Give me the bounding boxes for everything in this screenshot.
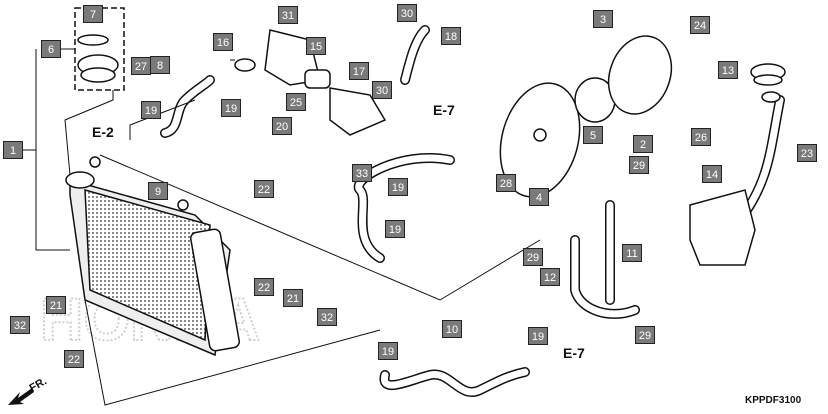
callout-22[interactable]: 22 bbox=[254, 180, 274, 198]
reference-e7-top: E-7 bbox=[433, 102, 455, 118]
fan-motor bbox=[499, 35, 673, 198]
callout-18[interactable]: 18 bbox=[441, 27, 461, 45]
radiator bbox=[65, 156, 240, 357]
callout-19[interactable]: 19 bbox=[378, 342, 398, 360]
callout-19[interactable]: 19 bbox=[385, 220, 405, 238]
callout-25[interactable]: 25 bbox=[286, 93, 306, 111]
callout-29[interactable]: 29 bbox=[629, 156, 649, 174]
callout-9[interactable]: 9 bbox=[148, 182, 168, 200]
callout-19[interactable]: 19 bbox=[221, 99, 241, 117]
callout-19[interactable]: 19 bbox=[141, 101, 161, 119]
callout-20[interactable]: 20 bbox=[272, 117, 292, 135]
leader-lines bbox=[22, 48, 541, 406]
callout-27[interactable]: 27 bbox=[131, 57, 151, 75]
reservoir-tank bbox=[689, 63, 786, 266]
callout-26[interactable]: 26 bbox=[691, 128, 711, 146]
callout-6[interactable]: 6 bbox=[41, 40, 61, 58]
callout-23[interactable]: 23 bbox=[797, 144, 817, 162]
callout-19[interactable]: 19 bbox=[528, 327, 548, 345]
callout-21[interactable]: 21 bbox=[46, 296, 66, 314]
callout-31[interactable]: 31 bbox=[278, 6, 298, 24]
callout-5[interactable]: 5 bbox=[583, 126, 603, 144]
callout-2[interactable]: 2 bbox=[633, 135, 653, 153]
callout-32[interactable]: 32 bbox=[317, 308, 337, 326]
callout-11[interactable]: 11 bbox=[622, 244, 642, 262]
callout-10[interactable]: 10 bbox=[442, 320, 462, 338]
callout-29[interactable]: 29 bbox=[523, 248, 543, 266]
callout-32[interactable]: 32 bbox=[10, 316, 30, 334]
hoses-inner bbox=[161, 26, 784, 396]
callout-33[interactable]: 33 bbox=[352, 164, 372, 182]
callout-19[interactable]: 19 bbox=[388, 178, 408, 196]
callout-22[interactable]: 22 bbox=[64, 350, 84, 368]
callout-8[interactable]: 8 bbox=[150, 56, 170, 74]
front-arrow-icon bbox=[8, 388, 34, 405]
reference-e2: E-2 bbox=[92, 124, 114, 140]
callout-24[interactable]: 24 bbox=[690, 16, 710, 34]
radiator-cap bbox=[74, 7, 125, 91]
callout-21[interactable]: 21 bbox=[283, 289, 303, 307]
callout-16[interactable]: 16 bbox=[213, 33, 233, 51]
callout-12[interactable]: 12 bbox=[540, 268, 560, 286]
callout-14[interactable]: 14 bbox=[702, 165, 722, 183]
callout-13[interactable]: 13 bbox=[718, 61, 738, 79]
callout-3[interactable]: 3 bbox=[593, 10, 613, 28]
callout-1[interactable]: 1 bbox=[3, 141, 23, 159]
callout-29[interactable]: 29 bbox=[635, 326, 655, 344]
reference-e7-bottom: E-7 bbox=[563, 345, 585, 361]
callout-15[interactable]: 15 bbox=[306, 37, 326, 55]
callout-7[interactable]: 7 bbox=[83, 5, 103, 23]
callout-30[interactable]: 30 bbox=[397, 4, 417, 22]
callout-22[interactable]: 22 bbox=[254, 278, 274, 296]
callout-17[interactable]: 17 bbox=[349, 62, 369, 80]
callout-4[interactable]: 4 bbox=[529, 188, 549, 206]
front-direction-label: FR. bbox=[28, 375, 49, 394]
callout-30[interactable]: 30 bbox=[372, 81, 392, 99]
diagram-code: KPPDF3100 bbox=[745, 395, 802, 406]
callout-28[interactable]: 28 bbox=[496, 174, 516, 192]
